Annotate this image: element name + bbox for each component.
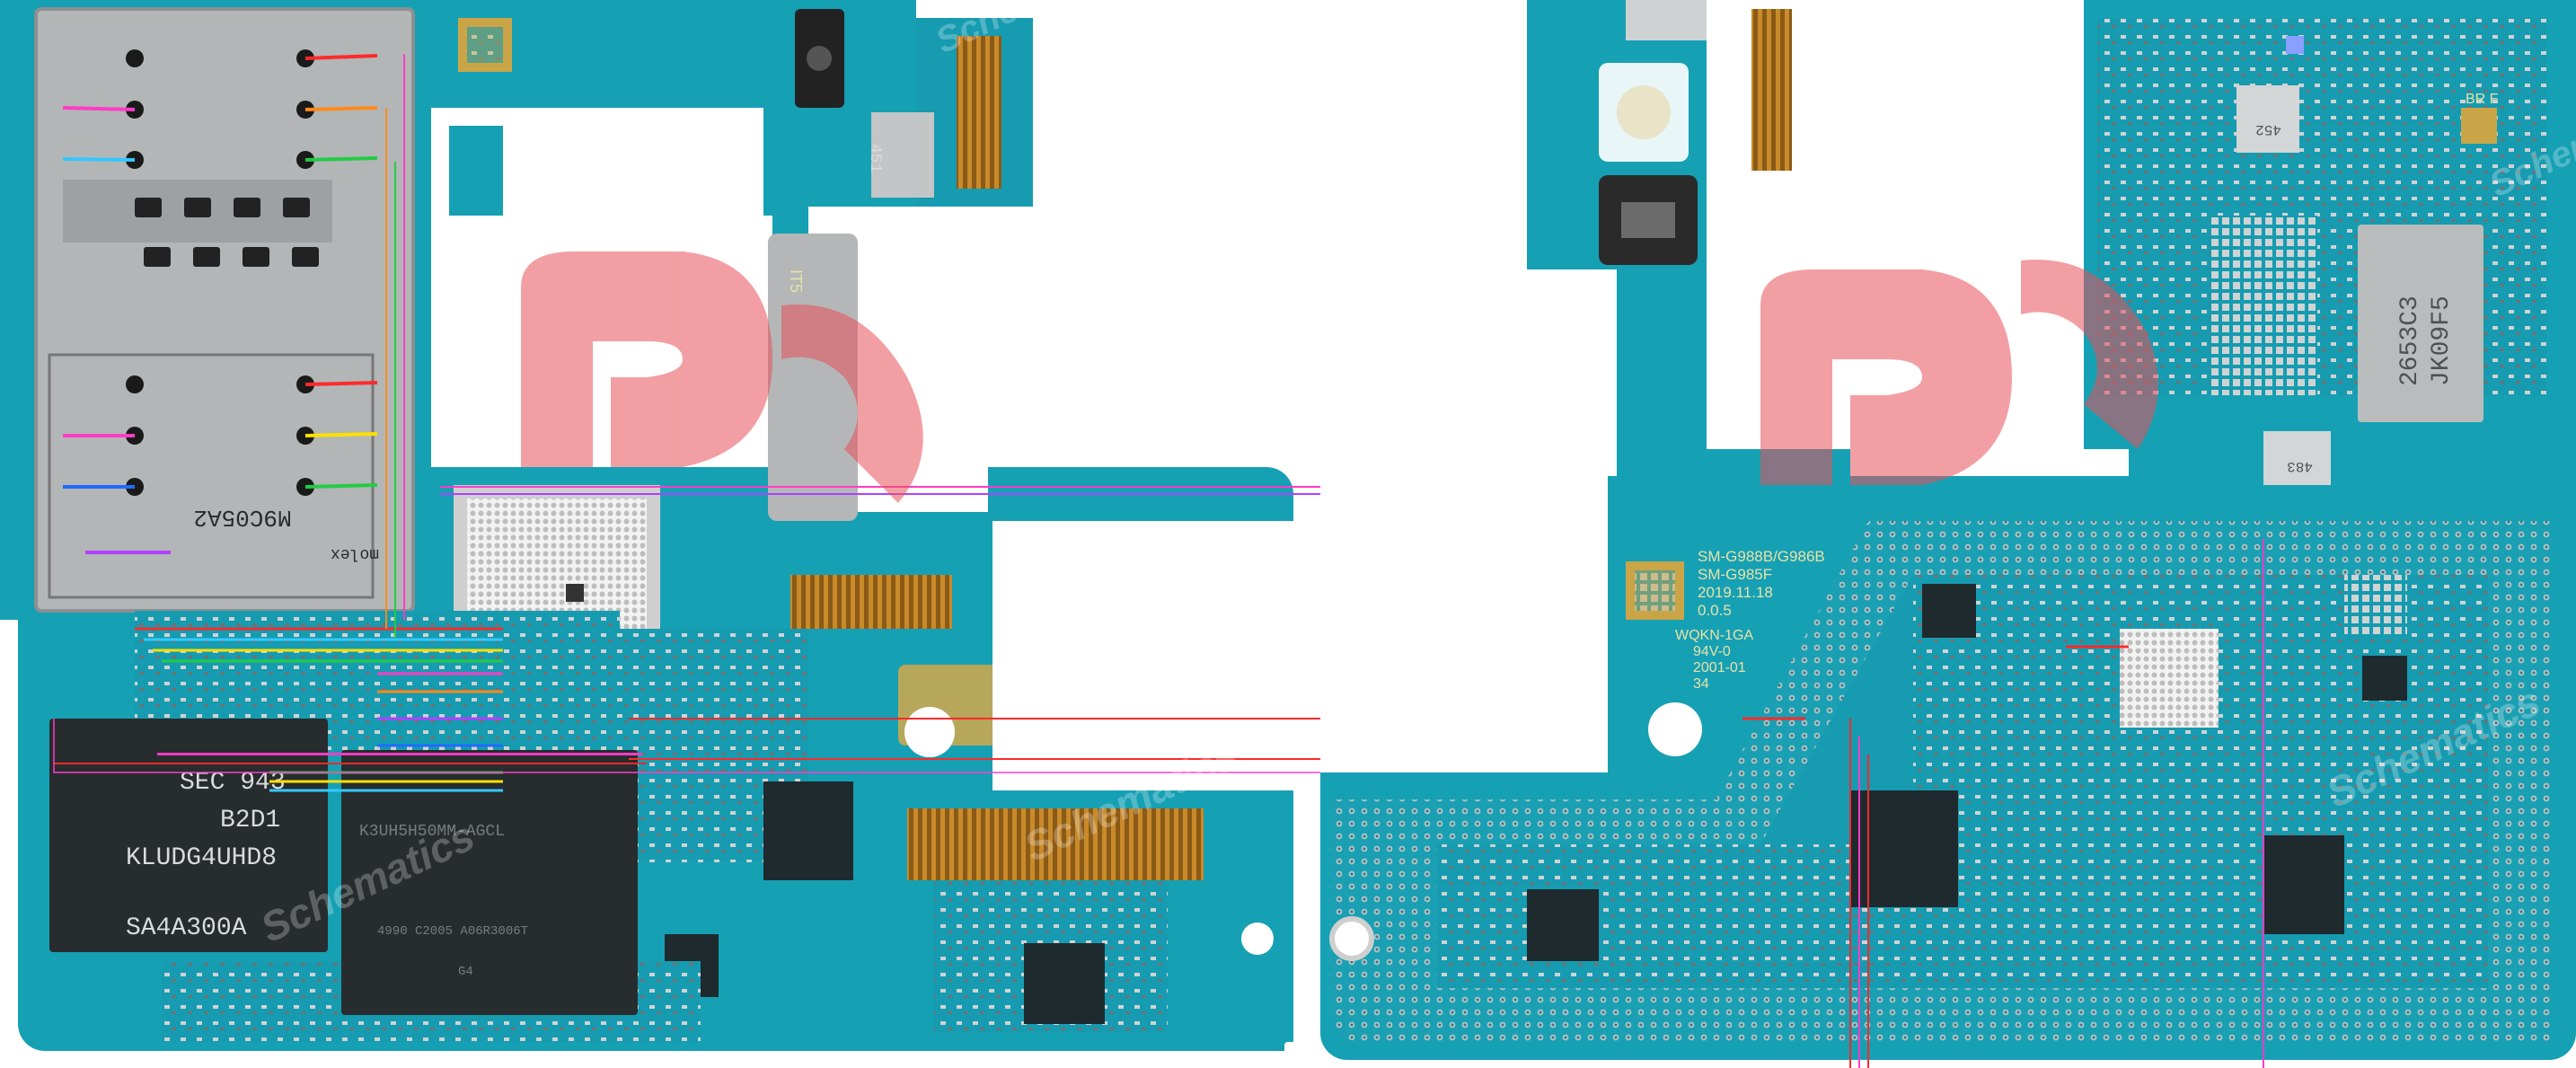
storage-chip-line-1: SEC 943 [180, 769, 286, 797]
corner-label: BR F [2466, 92, 2499, 107]
storage-chip-line-4: SA4A300A [126, 914, 247, 942]
sim-tray-maker: molex [331, 544, 379, 562]
left-board: M9C05A2 molex 451 [0, 0, 1298, 1051]
storage-chip-line-3: KLUDG4UHD8 [126, 844, 277, 872]
model-line-3: 2019.11.18 [1698, 584, 1773, 601]
mount-hole [1648, 702, 1702, 756]
fab-line-4: 34 [1693, 676, 1709, 692]
ram-chip-line-2: 4990 C2005 A06R3006T [377, 924, 528, 939]
logo-watermark-right [1760, 260, 2158, 485]
fab-line-2: 94V-0 [1693, 644, 1731, 659]
shield-marking-2: JK09F5 [2428, 296, 2456, 386]
mount-hole [1241, 922, 1274, 955]
probe-traces-right [1742, 539, 2264, 1068]
storage-chip [49, 719, 328, 952]
shield-marking-1: 2653C3 [2396, 296, 2424, 386]
ic-452-label: 452 [2255, 121, 2281, 137]
right-board: 2653C3 JK09F5 452 483 BR F SM-G988B/G986… [1320, 0, 2576, 1068]
svg-text:IT5: IT5 [787, 269, 805, 293]
probe-lines-sim [62, 54, 378, 554]
rf-shield-can [2358, 225, 2483, 422]
mount-hole [1329, 916, 1374, 961]
sim-card-tray: M9C05A2 molex [34, 7, 415, 613]
ram-chip-line-3: G4 [458, 965, 473, 979]
logo-watermark-left [521, 252, 923, 503]
ic-451-label: 451 [866, 144, 884, 172]
model-line-1: SM-G988B/G986B [1698, 548, 1825, 565]
sim-tray-part-label: M9C05A2 [193, 504, 291, 531]
model-line-2: SM-G985F [1698, 566, 1772, 583]
ram-chip [341, 750, 638, 1015]
fab-line-3: 2001-01 [1693, 660, 1746, 675]
fab-line-1: WQKN-1GA [1675, 628, 1753, 643]
storage-chip-line-2: B2D1 [220, 807, 280, 834]
model-line-4: 0.0.5 [1698, 602, 1732, 619]
ram-chip-code: K3UH5H50MM-AGCL [359, 823, 505, 841]
ic-483-label: 483 [2287, 458, 2313, 474]
